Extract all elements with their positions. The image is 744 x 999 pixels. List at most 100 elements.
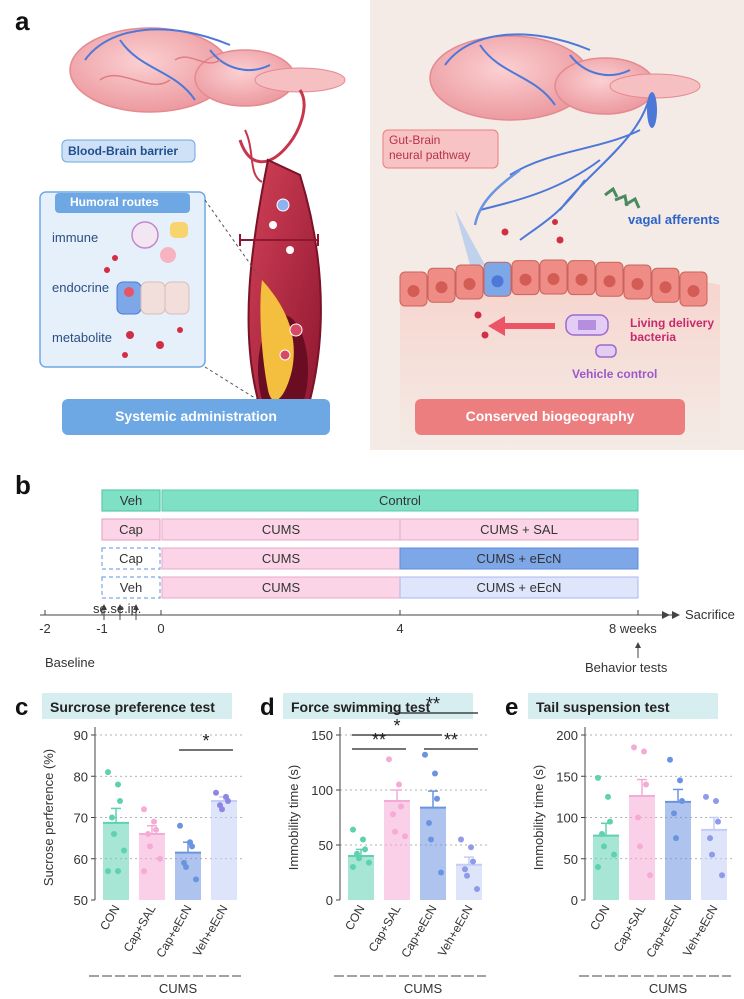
timeline-row-pre-box (101, 547, 161, 570)
bbb-box (61, 139, 196, 163)
light-beam (455, 210, 485, 265)
bar (665, 801, 691, 900)
data-point (464, 872, 470, 879)
data-point (595, 864, 601, 870)
cell-nucleus (687, 285, 700, 297)
gutbrain-label: Gut-Brain neural pathway (389, 133, 471, 162)
category-label: Cap+eEcN (643, 903, 684, 961)
timeline-tick-label: 4 (396, 621, 403, 636)
metabolite-label: metabolite (52, 330, 112, 345)
panel-a-letter: a (15, 6, 30, 36)
category-label: Veh+eEcN (190, 903, 231, 959)
cell-nucleus (603, 275, 616, 288)
bar (420, 807, 446, 900)
timeline-tick-label: -2 (39, 621, 51, 636)
y-tick-label: 50 (319, 838, 333, 853)
data-point (607, 818, 613, 825)
y-tick-label: 200 (556, 728, 578, 743)
y-tick-label: 80 (74, 769, 88, 784)
data-point (189, 843, 195, 850)
timeline-row-seg1-label: CUMS (261, 580, 301, 595)
data-point (673, 835, 679, 842)
data-point (468, 844, 474, 851)
sacrifice-label: Sacrifice (685, 607, 735, 622)
data-point (115, 781, 121, 788)
baseline-label: Baseline (45, 655, 95, 670)
timeline-row-segment (399, 518, 639, 541)
cell-nucleus (547, 273, 560, 285)
data-point (611, 851, 617, 858)
category-label: CON (587, 903, 612, 933)
data-point (719, 872, 725, 879)
bar (384, 801, 410, 900)
panel-letter: e (505, 694, 518, 721)
blood-vessel-illustration (238, 89, 322, 425)
data-point (432, 770, 438, 777)
living-label: Living delivery bacteria (630, 316, 715, 344)
data-point (392, 828, 398, 835)
y-tick-label: 60 (74, 852, 88, 867)
chart-title-box (283, 693, 473, 719)
data-point (177, 822, 183, 829)
bbb-label: Blood-Brain barrier (68, 144, 179, 158)
group-label: CUMS (649, 981, 688, 995)
timeline-row-seg1-label: CUMS (261, 522, 301, 537)
data-point (595, 774, 601, 781)
panel-letter: c (15, 694, 28, 721)
category-label: Cap+SAL (121, 902, 159, 954)
group-label: CUMS (404, 981, 443, 995)
data-point (145, 831, 151, 837)
data-point (390, 811, 396, 818)
vehicle-label: Vehicle control (572, 367, 658, 381)
timeline-row-pre-label: Cap (119, 522, 143, 537)
data-point (213, 789, 219, 796)
endocrine-label: endocrine (52, 280, 110, 295)
injection-arrowhead (133, 604, 139, 610)
timeline-row-pre-label: Cap (119, 551, 143, 566)
data-point (105, 868, 111, 875)
data-point (398, 803, 404, 810)
data-point (667, 756, 673, 763)
data-point (219, 806, 225, 813)
conserved-label: Conserved biogeography (465, 408, 635, 424)
category-label: Cap+eEcN (153, 903, 194, 961)
data-point (366, 859, 372, 866)
y-axis-label: Immobility time (s) (286, 765, 301, 870)
y-axis-label: Immobility time (s) (531, 765, 546, 870)
chart-title-box (42, 693, 232, 719)
vagal-label: vagal afferents (628, 212, 720, 227)
cell-nucleus (407, 285, 420, 297)
data-point (707, 835, 713, 842)
panel-a-illustration (39, 0, 744, 450)
data-point (422, 751, 428, 758)
timeline-row-segment (399, 576, 639, 599)
timeline-row-seg1-label: CUMS (261, 551, 301, 566)
bar (211, 801, 237, 900)
significance-label: ** (372, 730, 386, 750)
data-point (458, 836, 464, 843)
timeline-tick-label: 0 (157, 621, 164, 636)
y-tick-label: 150 (556, 769, 578, 784)
data-point (635, 814, 641, 821)
data-point (157, 855, 163, 862)
data-point (643, 781, 649, 788)
metabolite-dots (104, 255, 183, 358)
data-point (360, 836, 366, 843)
data-point (141, 868, 147, 875)
category-label: Cap+eEcN (398, 903, 439, 961)
data-point (183, 864, 189, 870)
significance-label: * (393, 716, 400, 736)
cell-nucleus (575, 273, 588, 286)
timeline-row-seg2-label: CUMS + SAL (480, 522, 558, 537)
data-point (679, 798, 685, 804)
data-point (225, 798, 231, 804)
cell-nucleus (491, 275, 504, 288)
y-tick-label: 0 (571, 893, 578, 908)
timeline-row-pre-box (101, 489, 161, 512)
vagal-nerve-illustration (473, 92, 657, 244)
timeline-row-seg2-label: CUMS + eEcN (476, 551, 562, 566)
data-point (434, 795, 440, 802)
data-point (641, 748, 647, 755)
systemic-label: Systemic administration (115, 408, 277, 424)
